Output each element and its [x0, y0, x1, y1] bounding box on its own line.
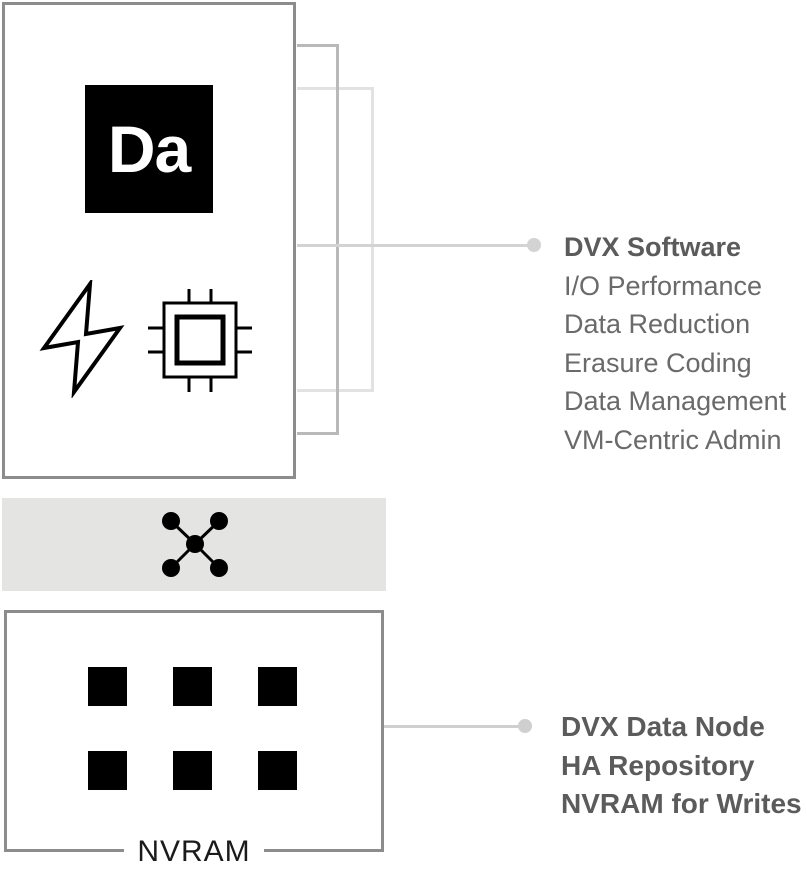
software-item: VM-Centric Admin	[564, 424, 782, 455]
cpu-chip-icon	[148, 289, 252, 392]
data-node-connector-dot	[518, 719, 532, 733]
nvram-chip	[173, 751, 212, 790]
software-connector-line	[297, 244, 529, 247]
lightning-bolt-icon	[39, 280, 125, 398]
network-hub-icon	[162, 512, 228, 577]
software-title: DVX Software	[564, 232, 742, 262]
server-stack-back-outline	[297, 87, 374, 392]
software-item: Data Reduction	[564, 309, 751, 339]
data-node-connector-line	[384, 725, 526, 728]
nvram-chip	[88, 667, 127, 706]
software-item: Data Management	[564, 386, 787, 416]
nvram-label: NVRAM	[124, 833, 264, 871]
software-text-block: DVX Software I/O Performance Data Reduct…	[564, 228, 786, 459]
nvram-chip	[88, 751, 127, 790]
software-item: I/O Performance	[564, 270, 763, 301]
dvx-software-server-card	[2, 2, 296, 479]
data-node-line: DVX Data Node	[561, 711, 765, 742]
nvram-chip	[173, 667, 212, 706]
nvram-chip	[258, 667, 297, 706]
data-node-line: NVRAM for Writes	[561, 788, 802, 819]
dvx-data-node-card	[4, 610, 384, 852]
software-item: Erasure Coding	[564, 347, 752, 378]
server-stack-mid-outline	[297, 44, 339, 435]
nvram-chip	[258, 751, 297, 790]
data-node-line: HA Repository	[561, 749, 755, 781]
da-logo: Da	[85, 85, 213, 213]
data-node-text-block: DVX Data Node HA Repository NVRAM for Wr…	[561, 708, 802, 824]
software-connector-dot	[527, 238, 541, 252]
